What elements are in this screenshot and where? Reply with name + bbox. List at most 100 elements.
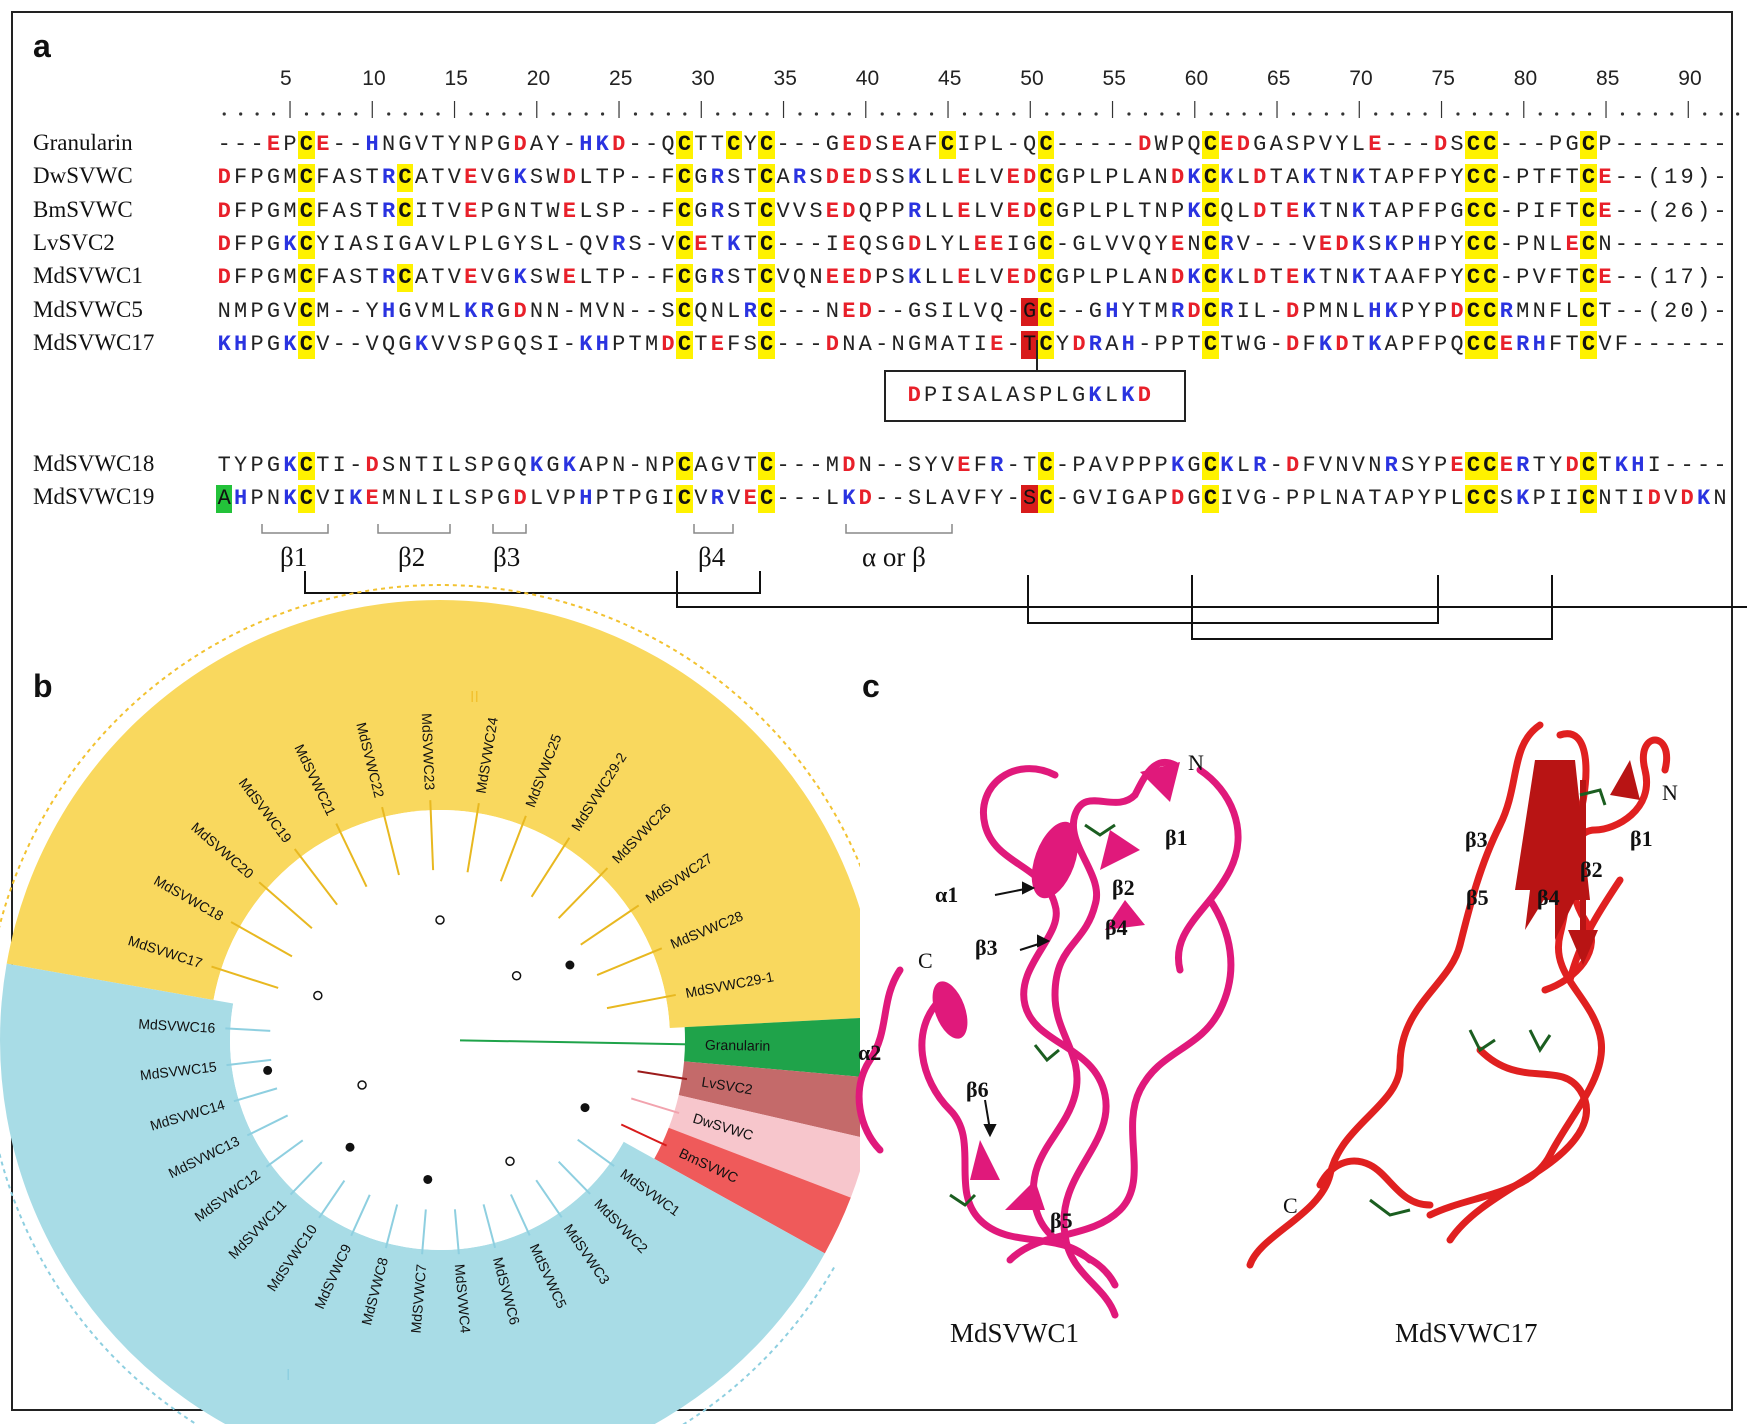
ruler-dot bbox=[469, 112, 473, 116]
ruler-dot bbox=[1226, 112, 1230, 116]
clade-ii-arc bbox=[0, 584, 860, 929]
bootstrap-node bbox=[313, 990, 323, 1001]
seq-name: MdSVWC17 bbox=[33, 329, 155, 355]
tree-branch bbox=[620, 1123, 667, 1147]
ruler-label: 80 bbox=[1513, 67, 1538, 90]
tree-branch bbox=[233, 1087, 278, 1103]
tree-branch bbox=[225, 1027, 271, 1032]
tree-branch bbox=[421, 1209, 427, 1255]
mdsvwc1-beta3: β3 bbox=[975, 935, 998, 960]
tree-branch bbox=[429, 800, 435, 871]
mdsvwc1-C: C bbox=[918, 948, 933, 973]
ruler-dot bbox=[1390, 112, 1394, 116]
granularin-band bbox=[684, 1017, 860, 1077]
ss-alpha-or-beta: α or β bbox=[862, 542, 926, 572]
mdsvwc1-beta4: β4 bbox=[1105, 915, 1128, 940]
ruler-dot bbox=[1209, 112, 1213, 116]
ruler-dot bbox=[239, 112, 243, 116]
tree-leaf-label: MdSVWC7 bbox=[408, 1263, 430, 1334]
tree-branch bbox=[630, 1097, 680, 1115]
clade-i-band bbox=[0, 963, 825, 1424]
ruler-dot bbox=[1242, 112, 1246, 116]
mdsvwc1-N: N bbox=[1188, 750, 1204, 775]
tree-branch bbox=[499, 815, 527, 882]
ss-beta4: β4 bbox=[698, 542, 726, 572]
mdsvwc17-beta1: β1 bbox=[1630, 826, 1653, 851]
ruler-dot bbox=[1078, 112, 1082, 116]
ruler-label: 50 bbox=[1020, 67, 1044, 90]
clade-i-arc bbox=[0, 1151, 835, 1424]
caption-mdsvwc17: MdSVWC17 bbox=[1395, 1318, 1538, 1348]
mdsvwc17-beta5: β5 bbox=[1466, 885, 1489, 910]
ruler-dot bbox=[1143, 112, 1148, 116]
ruler-dot bbox=[749, 112, 753, 116]
ruler-dot bbox=[420, 112, 424, 116]
ruler-dot bbox=[1620, 112, 1625, 116]
tree-branch bbox=[577, 1138, 615, 1167]
ruler-label: 55 bbox=[1102, 67, 1126, 90]
ruler-label: 25 bbox=[609, 67, 633, 90]
dwsvwc-band bbox=[668, 1095, 860, 1198]
tree-branch bbox=[530, 837, 571, 898]
tree-branch bbox=[335, 823, 368, 888]
tree-branch bbox=[557, 867, 609, 919]
ruler-dot bbox=[962, 112, 967, 116]
tree-branch bbox=[384, 1204, 399, 1249]
ruler-label: 65 bbox=[1267, 67, 1291, 90]
tree-branch bbox=[466, 803, 480, 873]
tree-branch bbox=[482, 1204, 497, 1249]
tree-branch bbox=[318, 1180, 346, 1219]
tree-leaf-label: LvSVC2 bbox=[700, 1074, 753, 1098]
ruler-dot bbox=[1637, 112, 1641, 116]
ruler-label: 85 bbox=[1596, 67, 1620, 90]
ruler-dot bbox=[979, 112, 983, 116]
bootstrap-node bbox=[505, 1156, 515, 1166]
ruler-dot bbox=[502, 112, 506, 116]
bootstrap-node bbox=[511, 970, 522, 981]
ruler-dot bbox=[304, 112, 309, 116]
ruler-label: 90 bbox=[1678, 67, 1702, 90]
ruler-dot bbox=[1308, 112, 1312, 116]
ruler-dot bbox=[880, 112, 884, 116]
ruler-dot bbox=[1045, 112, 1049, 116]
bootstrap-node-filled bbox=[263, 1065, 273, 1075]
clade-ii-label: II bbox=[470, 689, 479, 706]
disulfide-bonds bbox=[304, 571, 1747, 640]
tree-branch bbox=[230, 921, 293, 958]
ruler-label: 15 bbox=[444, 67, 468, 90]
secondary-structure-brackets bbox=[261, 524, 1747, 640]
caption-mdsvwc1: MdSVWC1 bbox=[950, 1318, 1080, 1348]
ruler-dot bbox=[321, 112, 325, 116]
ruler-dot bbox=[1012, 112, 1016, 116]
ruler-dot bbox=[633, 112, 638, 116]
ruler-dot bbox=[337, 112, 341, 116]
tree-branch bbox=[293, 848, 338, 906]
ruler-dot bbox=[1703, 112, 1707, 116]
bootstrap-node bbox=[435, 915, 445, 925]
mdsvwc1-elements bbox=[932, 762, 1180, 1210]
ruler-label: 40 bbox=[855, 67, 880, 90]
ruler-dot bbox=[600, 112, 605, 116]
ruler-label: 60 bbox=[1184, 67, 1209, 90]
mdsvwc1-beta1: β1 bbox=[1165, 825, 1188, 850]
panel-label-a: a bbox=[33, 28, 51, 64]
clade-i-label: I bbox=[286, 1367, 290, 1384]
ruler-label: 35 bbox=[773, 67, 797, 90]
clade-i-inner bbox=[229, 1003, 624, 1251]
mdsvwc17-ribbon bbox=[1246, 721, 1671, 1269]
ruler-dot bbox=[1472, 112, 1477, 116]
mdsvwc17-beta4: β4 bbox=[1537, 885, 1560, 910]
bootstrap-node-filled bbox=[580, 1103, 590, 1113]
clade-ii-inner bbox=[213, 809, 670, 1040]
ruler-label: 70 bbox=[1349, 67, 1373, 90]
ruler-label: 45 bbox=[938, 67, 962, 90]
mdsvwc1-arrows bbox=[983, 881, 1051, 1138]
insert-pointer bbox=[1036, 340, 1038, 370]
tree-branch bbox=[350, 1194, 371, 1237]
ruler-dot bbox=[1374, 112, 1378, 116]
